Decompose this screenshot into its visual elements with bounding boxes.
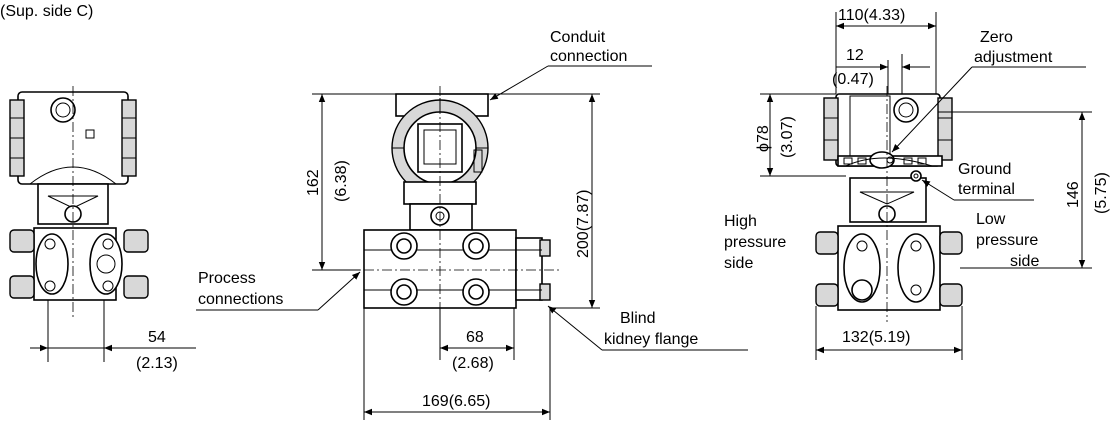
label-conduit-line1: Conduit	[550, 29, 606, 46]
dim-68-mm: 68	[466, 329, 484, 346]
dim-132: 132(5.19)	[842, 329, 911, 346]
label-ground-line2: terminal	[958, 181, 1015, 198]
label-high-line3: side	[724, 255, 753, 272]
dim-146-mm: 146	[1065, 181, 1082, 208]
dim-200: 200(7.87)	[575, 190, 592, 259]
dim-12-mm: 12	[846, 47, 864, 64]
label-blind-line2: kidney flange	[604, 331, 698, 348]
dim-110: 110(4.33)	[838, 7, 905, 24]
label-zero-line1: Zero	[980, 29, 1013, 46]
label-process-line2: connections	[198, 291, 283, 308]
label-low-line1: Low	[976, 211, 1006, 228]
dim-phi78-mm: ϕ78	[755, 125, 772, 152]
label-zero-line2: adjustment	[974, 49, 1053, 66]
dim-54-mm: 54	[148, 329, 166, 346]
dim-12-in: (0.47)	[832, 71, 874, 88]
label-high-line2: pressure	[724, 234, 786, 251]
right-side-view: 110(4.33) 12 (0.47) ϕ78 (3.07) 146 (5.75…	[724, 7, 1110, 360]
header-partial-title: (Sup. side C)	[0, 3, 93, 20]
dim-68-in: (2.68)	[452, 355, 494, 372]
label-blind-line1: Blind	[620, 310, 656, 327]
dim-146-in: (5.75)	[1093, 172, 1110, 214]
label-conduit-line2: connection	[550, 48, 627, 65]
dim-54-in: (2.13)	[136, 355, 178, 372]
dim-phi78-in: (3.07)	[779, 116, 796, 158]
label-ground-line1: Ground	[958, 161, 1011, 178]
label-high-line1: High	[724, 213, 757, 230]
dim-162-in: (6.38)	[333, 160, 350, 202]
dim-169: 169(6.65)	[422, 393, 491, 410]
flange-bolts	[390, 232, 490, 306]
label-low-line2: pressure	[976, 232, 1038, 249]
left-side-view: 54 (2.13)	[9, 86, 196, 372]
label-process-line1: Process	[198, 270, 256, 287]
label-low-line3: side	[1010, 253, 1039, 270]
dim-162-mm: 162	[305, 169, 322, 196]
front-view: 162 (6.38) 200(7.87) 68 (2.68) 169(6.65)…	[196, 29, 748, 420]
